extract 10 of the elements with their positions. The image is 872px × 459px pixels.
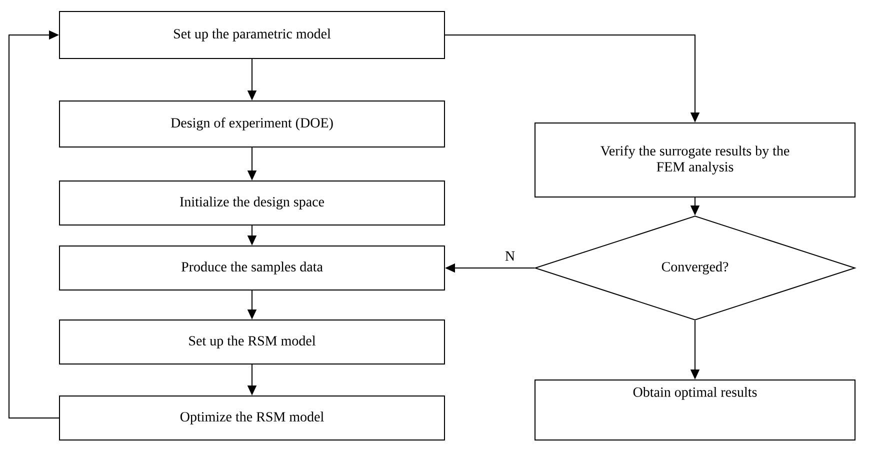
arrow — [8, 30, 60, 418]
process-box: Design of experiment (DOE) — [59, 100, 445, 148]
process-box: Set up the RSM model — [59, 320, 445, 364]
process-box: Obtain optimal results — [534, 380, 856, 440]
process-box: Optimize the RSM model — [59, 396, 445, 440]
process-box: Produce the samples data — [59, 246, 445, 290]
process-box: Verify the surrogate results by the FEM analysis — [534, 122, 856, 198]
edge-label: N — [504, 250, 516, 262]
process-box: Set up the parametric model — [59, 11, 445, 59]
process-box: Initialize the design space — [59, 180, 445, 226]
